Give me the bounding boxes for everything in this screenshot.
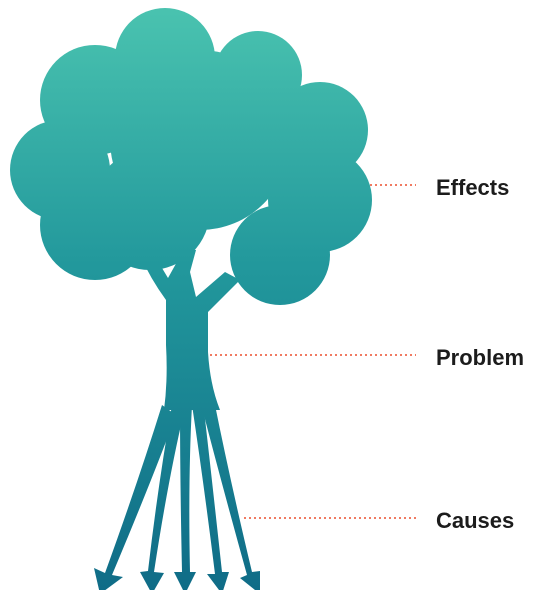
effects-label: Effects: [436, 177, 509, 199]
tree-roots-arrows: [94, 400, 260, 590]
problem-label: Problem: [436, 347, 524, 369]
tree-trunk: [140, 248, 240, 410]
causes-label: Causes: [436, 510, 514, 532]
tree-icon: [10, 8, 372, 590]
